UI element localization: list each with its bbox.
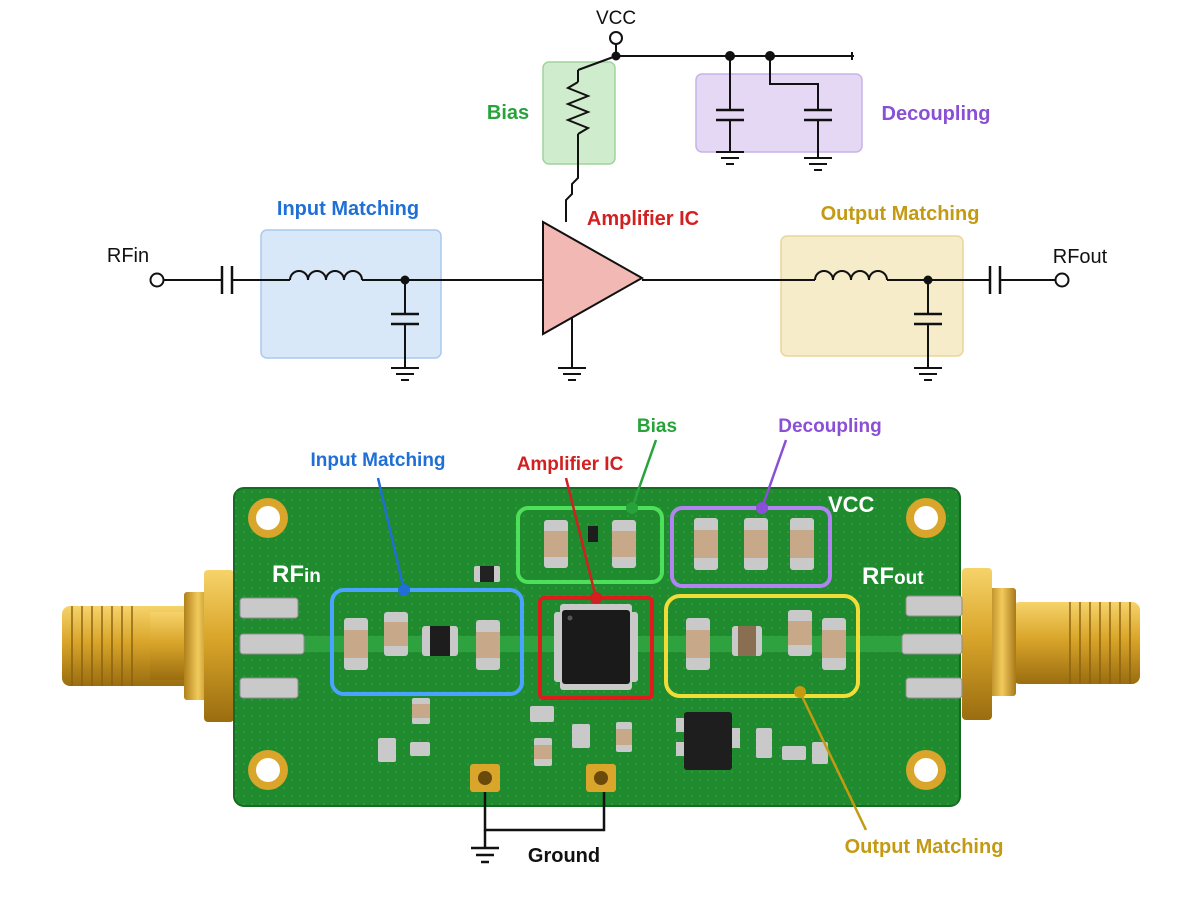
board-amplifier-ic-label: Amplifier IC	[517, 454, 624, 475]
ground-pads	[470, 764, 616, 792]
input-matching-region	[260, 229, 442, 359]
smd-components	[344, 518, 846, 770]
board-decoupling-box	[670, 506, 832, 588]
schematic-rf-in-label: RFin	[107, 245, 149, 267]
board-vcc-label: VCC	[828, 492, 875, 517]
vcc-terminal	[609, 31, 623, 45]
rf-out-terminal	[1054, 272, 1070, 288]
sma-connector-left	[62, 570, 234, 722]
mounting-holes	[248, 498, 946, 790]
board-ground-label: Ground	[528, 845, 600, 867]
schematic-output-matching-label: Output Matching	[821, 203, 980, 225]
board-rf-in-label: RFin	[272, 561, 321, 588]
ground-symbol	[471, 846, 499, 864]
board-bias-label: Bias	[637, 416, 677, 437]
amplifier-ic-chip	[554, 604, 638, 690]
schematic-bias-label: Bias	[487, 102, 529, 124]
board-decoupling-label: Decoupling	[778, 416, 881, 437]
board-input-matching-box	[330, 588, 524, 696]
decoupling-region	[695, 73, 863, 153]
board-output-matching-box	[664, 594, 860, 698]
board-output-matching-label: Output Matching	[845, 836, 1004, 858]
pcb-board	[62, 439, 1140, 864]
bias-resistor	[565, 81, 591, 135]
board-bias-box	[516, 506, 664, 584]
board-input-matching-label: Input Matching	[310, 450, 445, 471]
schematic-rf-out-label: RFout	[1053, 246, 1108, 268]
schematic-decoupling-label: Decoupling	[882, 103, 991, 125]
schematic-amplifier-ic-label: Amplifier IC	[587, 208, 699, 230]
output-matching-region	[780, 235, 964, 357]
schematic	[149, 31, 1070, 381]
schematic-vcc-label: VCC	[596, 8, 636, 29]
rf-in-terminal	[149, 272, 165, 288]
voltage-regulator	[676, 712, 740, 770]
output-inductor	[814, 270, 888, 281]
board-rf-out-label: RFout	[862, 563, 924, 590]
schematic-input-matching-label: Input Matching	[277, 198, 419, 220]
input-inductor	[289, 270, 363, 281]
sma-connector-right	[962, 568, 1140, 720]
amplifier-symbol	[542, 220, 645, 336]
